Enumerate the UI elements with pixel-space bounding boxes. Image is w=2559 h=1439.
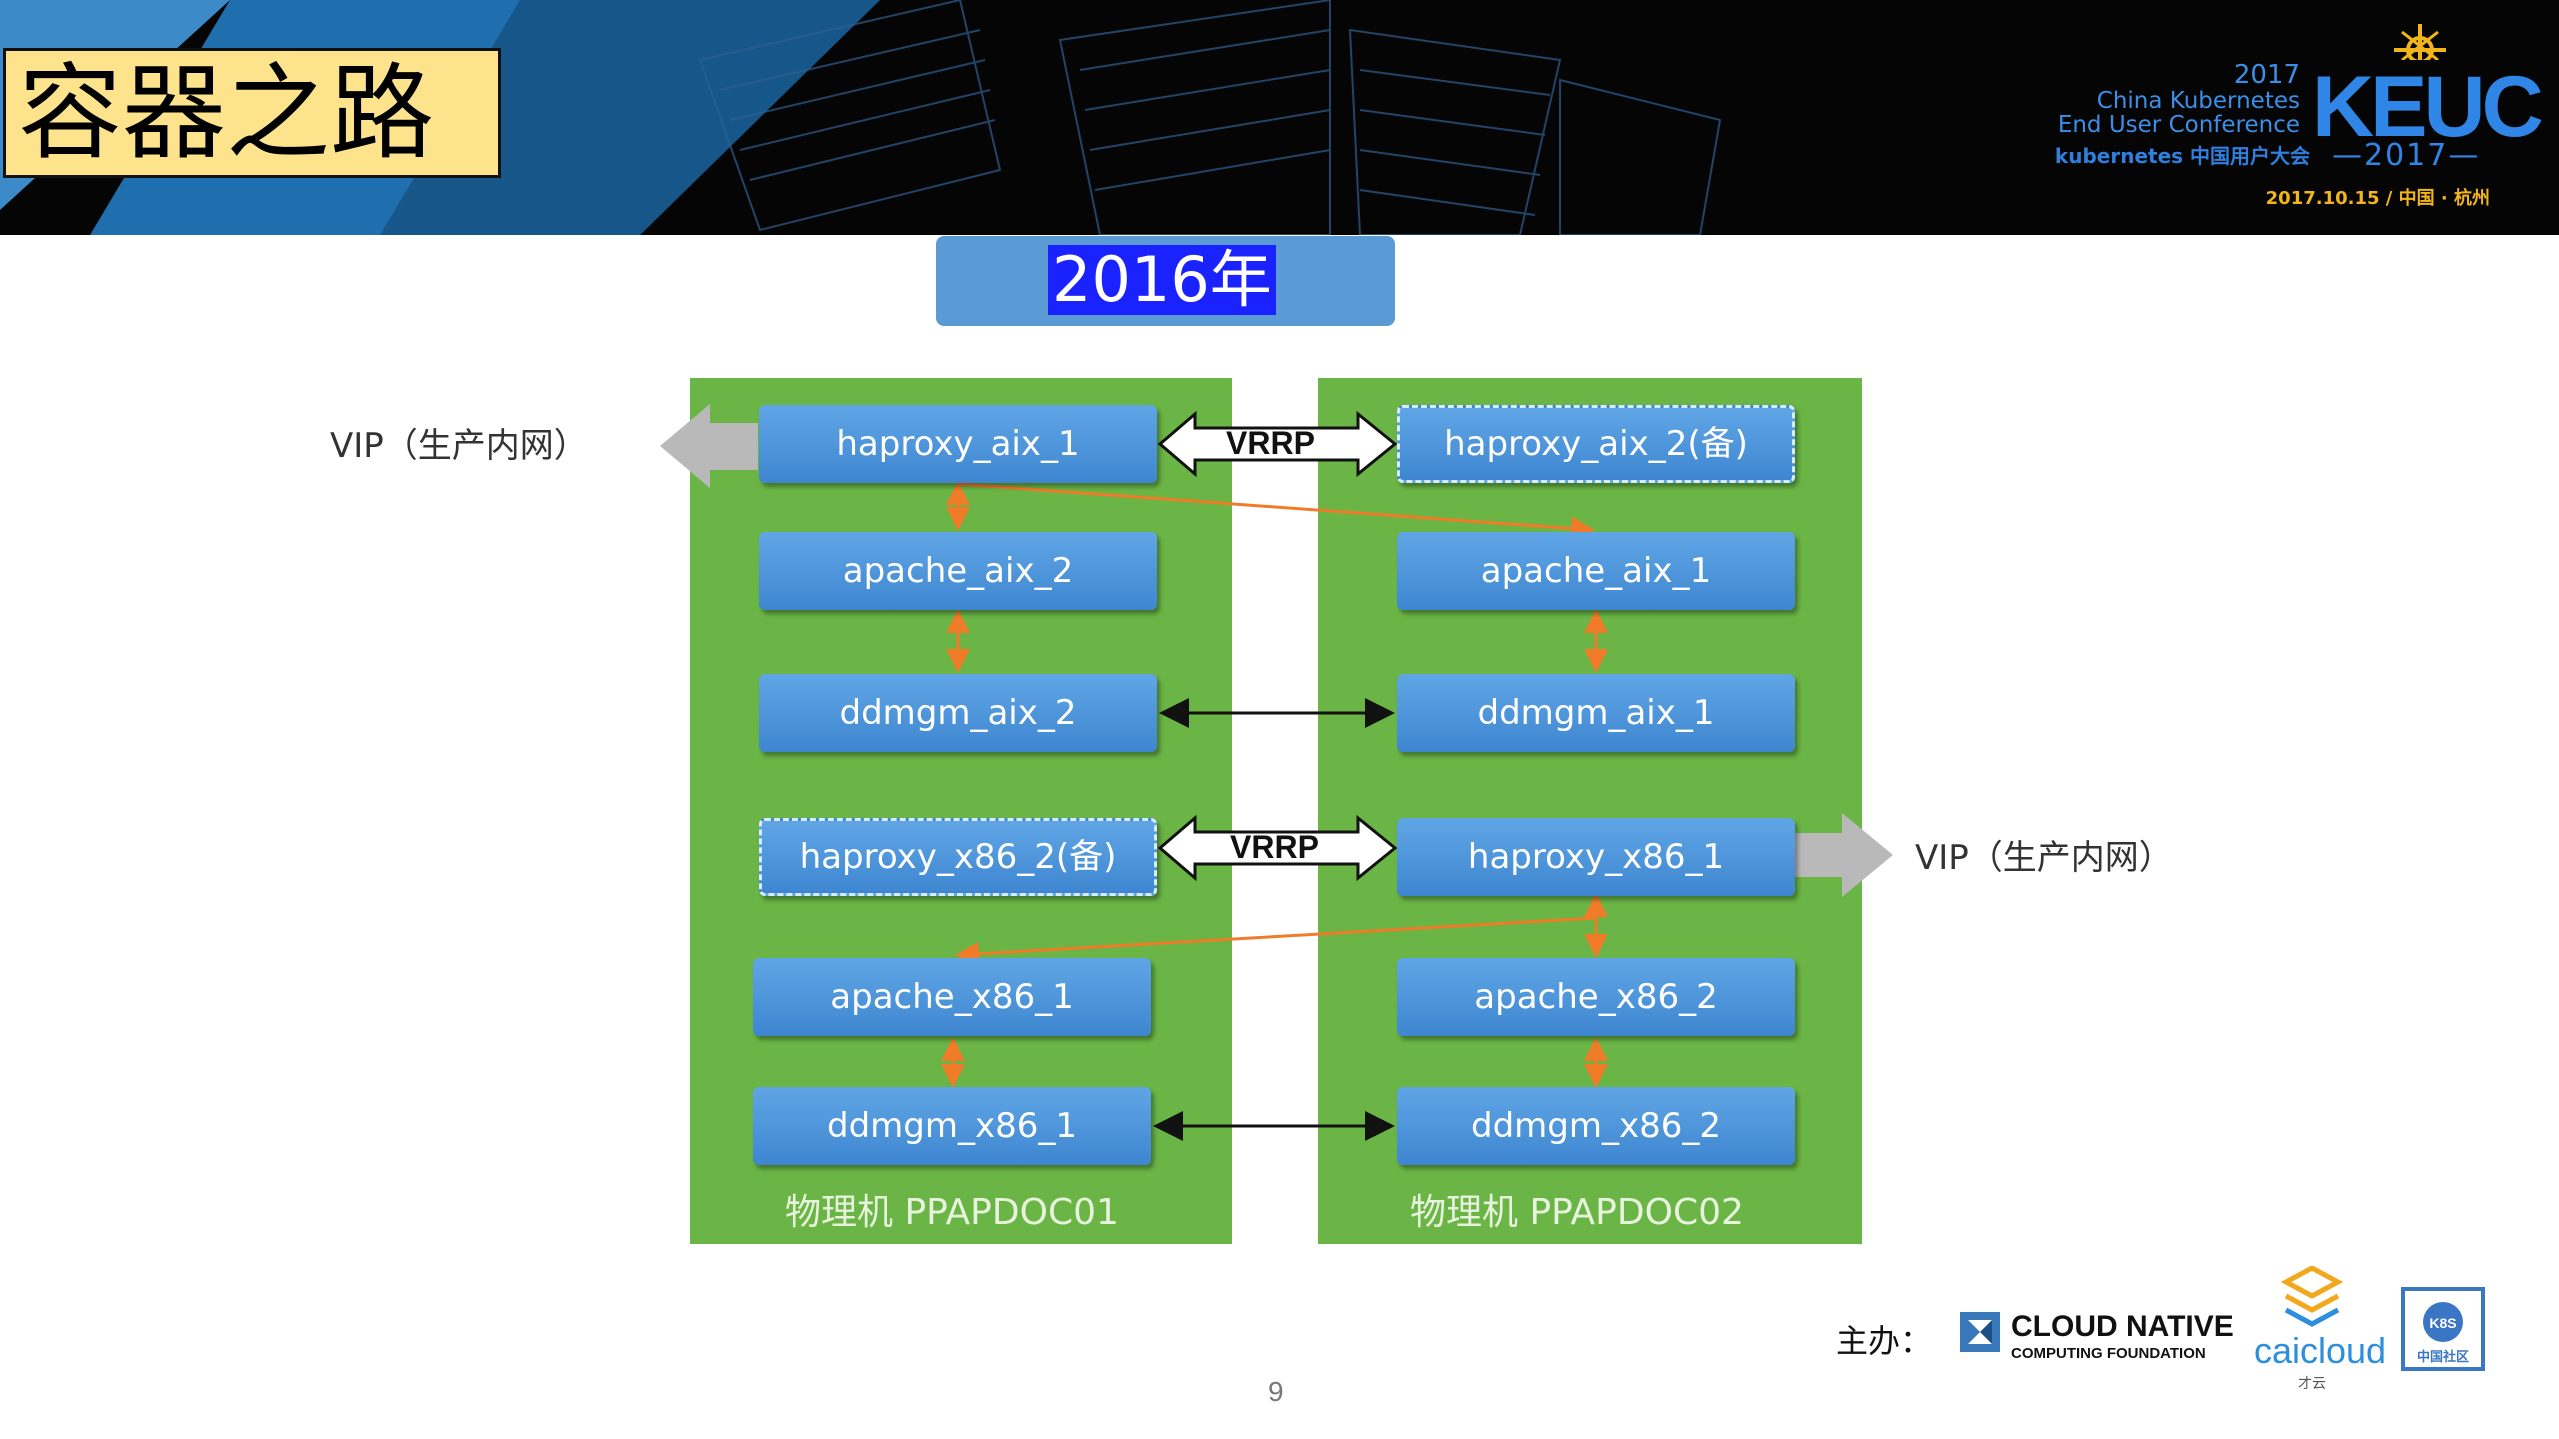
k8s-badge-bottom-text: 中国社区 [2417, 1349, 2469, 1365]
node-haproxy-x86-1: haproxy_x86_1 [1397, 818, 1795, 896]
node-ddmgm-aix-2: ddmgm_aix_2 [759, 674, 1157, 752]
node-apache-aix-2: apache_aix_2 [759, 532, 1157, 610]
caicloud-subtitle: 才云 [2298, 1376, 2326, 1392]
conference-logo: 2017 China Kubernetes End User Conferenc… [2000, 20, 2544, 210]
node-apache-x86-1: apache_x86_1 [753, 958, 1151, 1036]
node-ddmgm-x86-1: ddmgm_x86_1 [753, 1087, 1151, 1165]
year-badge: 2016年 [936, 236, 1395, 326]
cncf-subtitle: COMPUTING FOUNDATION [2011, 1345, 2206, 1362]
conference-name-line1: China Kubernetes [2096, 88, 2300, 114]
vrrp-bottom-label: VRRP [1230, 829, 1319, 865]
caicloud-logo-icon [2280, 1266, 2344, 1327]
node-haproxy-aix-2-standby: haproxy_aix_2(备) [1397, 405, 1795, 483]
vip-left-label: VIP（生产内网） [330, 426, 588, 466]
page-number: 9 [1268, 1376, 1284, 1407]
slide-title: 容器之路 [3, 48, 501, 178]
host-label: 主办： [1836, 1322, 1933, 1360]
conference-date-place: 2017.10.15 / 中国 · 杭州 [2265, 188, 2490, 209]
vrrp-top-label: VRRP [1226, 425, 1315, 461]
k8s-community-logo: K8S 中国社区 [2401, 1287, 2485, 1371]
conference-name-line2: End User Conference [2057, 112, 2300, 138]
header-banner: 容器之路 2017 China Kubernetes End User Conf… [0, 0, 2559, 235]
caicloud-name: caicloud [2254, 1330, 2387, 1371]
machine-left-label: 物理机 PPAPDOC01 [785, 1192, 1119, 1233]
node-ddmgm-aix-1: ddmgm_aix_1 [1397, 674, 1795, 752]
conference-k8s-line: kubernetes 中国用户大会 [2054, 144, 2310, 168]
vip-right-label: VIP（生产内网） [1915, 838, 2173, 878]
helm-wheel-icon [2394, 24, 2446, 60]
node-apache-x86-2: apache_x86_2 [1397, 958, 1795, 1036]
machine-right-label: 物理机 PPAPDOC02 [1410, 1192, 1744, 1233]
conference-year: 2017 [2233, 60, 2300, 90]
conference-logo-text: KEUC [2312, 59, 2544, 155]
node-haproxy-x86-2-standby: haproxy_x86_2(备) [759, 818, 1157, 896]
year-badge-text: 2016年 [1048, 245, 1276, 315]
cncf-logo-icon [1960, 1312, 2000, 1352]
cncf-name: CLOUD NATIVE [2011, 1310, 2234, 1343]
node-ddmgm-x86-2: ddmgm_x86_2 [1397, 1087, 1795, 1165]
node-haproxy-aix-1: haproxy_aix_1 [759, 405, 1157, 483]
node-apache-aix-1: apache_aix_1 [1397, 532, 1795, 610]
conference-logo-year: —2017— [2332, 138, 2481, 173]
k8s-badge-top-text: K8S [2429, 1315, 2456, 1331]
